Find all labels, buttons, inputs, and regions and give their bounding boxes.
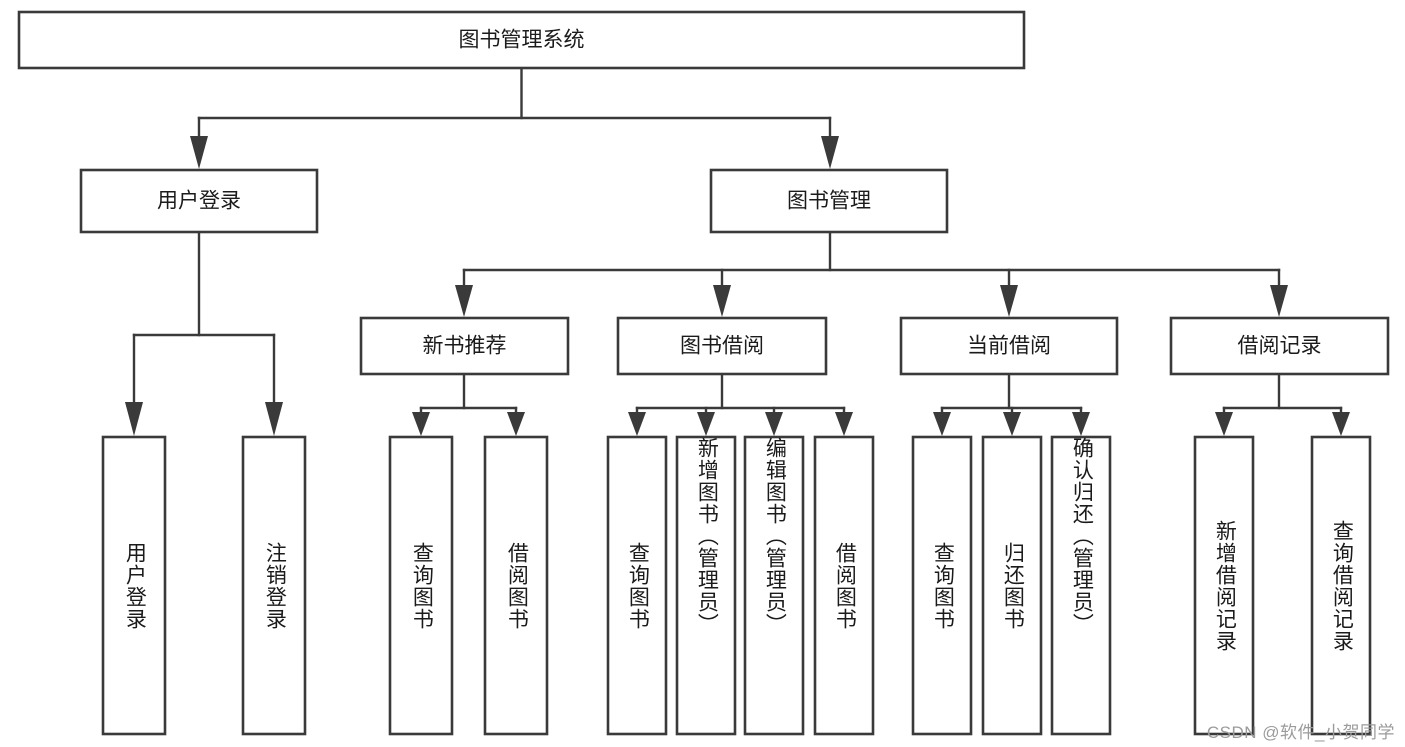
node-leaf-edit-book-rect[interactable] [743, 435, 805, 736]
arrow-to-book-borrow [713, 285, 731, 317]
node-leaf-borrow-book-2-rect[interactable] [813, 435, 875, 736]
node-new-book-rec-label: 新书推荐 [423, 335, 507, 358]
node-leaf-add-record-rect[interactable] [1193, 435, 1255, 736]
arrow-to-leaf-query-book-1 [412, 412, 430, 436]
node-leaf-borrow-book-1-rect[interactable] [483, 435, 549, 736]
node-leaf-query-book-1-rect[interactable] [388, 435, 454, 736]
arrow-root-to-book-manage [821, 136, 839, 169]
node-book-borrow-label: 图书借阅 [680, 335, 764, 358]
node-book-manage-label: 图书管理 [787, 190, 871, 213]
node-root-rect[interactable] [17, 10, 1026, 70]
arrow-to-leaf-user-login [125, 402, 143, 436]
node-book-manage[interactable]: 图书管理 [709, 168, 949, 234]
arrow-to-leaf-borrow-book-2 [835, 412, 853, 436]
arrow-to-leaf-return-book [1003, 412, 1021, 436]
arrow-root-to-user-login [190, 136, 208, 169]
arrow-to-leaf-edit-book [765, 412, 783, 436]
node-user-login-label: 用户登录 [157, 190, 241, 213]
node-borrow-record-rect[interactable] [1169, 316, 1390, 376]
arrow-to-leaf-add-book [697, 412, 715, 436]
arrow-to-borrow-record [1270, 285, 1288, 317]
watermark: CSDN @软件_小贺同学 [1206, 723, 1395, 742]
node-user-login[interactable]: 用户登录 [79, 168, 319, 234]
node-leaf-query-book-3-rect[interactable] [911, 435, 973, 736]
node-book-borrow[interactable]: 图书借阅 [616, 316, 828, 376]
arrow-to-leaf-query-book-2 [628, 412, 646, 436]
node-user-login-rect[interactable] [79, 168, 319, 234]
node-new-book-rec[interactable]: 新书推荐 [359, 316, 570, 376]
arrow-to-leaf-query-record [1332, 412, 1350, 436]
node-root[interactable]: 图书管理系统 [17, 10, 1026, 70]
node-book-borrow-rect[interactable] [616, 316, 828, 376]
node-leaf-user-logout-rect[interactable] [241, 435, 307, 736]
arrow-to-leaf-add-record [1215, 412, 1233, 436]
node-borrow-record[interactable]: 借阅记录 [1169, 316, 1390, 376]
node-layer: 图书管理系统 用户登录 图书管理 新书推荐 图书借阅 [17, 10, 1390, 736]
node-current-borrow-label: 当前借阅 [967, 335, 1051, 358]
node-current-borrow-rect[interactable] [899, 316, 1119, 376]
node-leaf-query-record-rect[interactable] [1310, 435, 1372, 736]
node-leaf-confirm-return-rect[interactable] [1050, 435, 1112, 736]
node-new-book-rec-rect[interactable] [359, 316, 570, 376]
node-root-label: 图书管理系统 [459, 29, 585, 52]
node-leaf-query-book-2-rect[interactable] [606, 435, 668, 736]
node-borrow-record-label: 借阅记录 [1238, 335, 1322, 358]
node-leaf-add-book-rect[interactable] [675, 435, 737, 736]
node-leaf-return-book-rect[interactable] [981, 435, 1043, 736]
arrow-to-leaf-borrow-book-1 [507, 412, 525, 436]
arrow-to-leaf-query-book-3 [933, 412, 951, 436]
node-book-manage-rect[interactable] [709, 168, 949, 234]
node-leaf-user-login-rect[interactable] [101, 435, 167, 736]
arrow-to-leaf-confirm-return [1072, 412, 1090, 436]
arrow-to-current-borrow [1000, 285, 1018, 317]
arrow-to-leaf-user-logout [265, 402, 283, 436]
arrow-to-new-book-rec [455, 285, 473, 317]
connector-layer [125, 66, 1350, 436]
node-current-borrow[interactable]: 当前借阅 [899, 316, 1119, 376]
